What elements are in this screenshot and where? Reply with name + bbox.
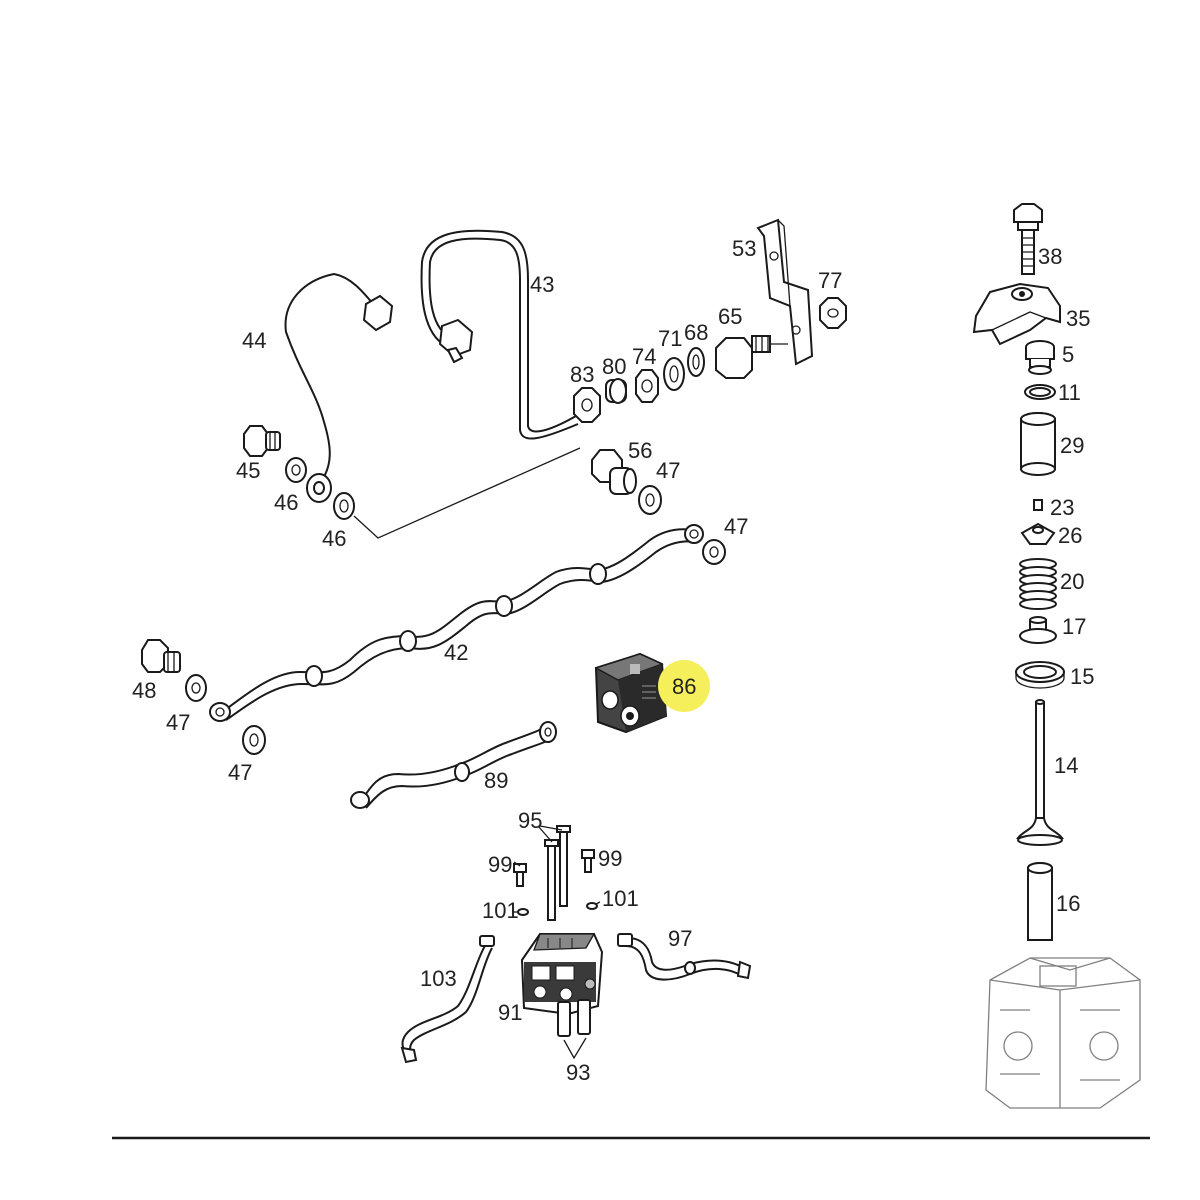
callout-56: 56 — [628, 438, 652, 463]
callout-15: 15 — [1070, 664, 1094, 689]
callout-highlight — [658, 660, 710, 712]
part-48-bolt — [141, 639, 181, 673]
callout-53: 53 — [732, 236, 756, 261]
callout-89: 89 — [484, 768, 508, 793]
part-11-ring — [1024, 384, 1056, 400]
part-42-rail — [209, 524, 704, 722]
callout-71: 71 — [658, 326, 682, 351]
callout-23: 23 — [1050, 495, 1074, 520]
part-101-ring-b — [586, 902, 598, 910]
part-91-pump — [520, 933, 604, 1016]
cylinder-head-sketch — [985, 957, 1141, 1109]
callout-14: 14 — [1054, 753, 1078, 778]
part-74-plug — [635, 369, 659, 403]
callout-47-a: 47 — [656, 458, 680, 483]
part-77-nut — [819, 297, 847, 329]
callout-93: 93 — [566, 1060, 590, 1085]
part-15-seat-ring — [1015, 661, 1065, 689]
callout-29: 29 — [1060, 433, 1084, 458]
part-47-washer-a — [638, 485, 662, 515]
part-45-bolt — [243, 425, 281, 457]
callout-46-lower: 46 — [322, 526, 346, 551]
rail-joint — [209, 524, 704, 722]
part-23-key — [1033, 499, 1043, 511]
callout-101-left: 101 — [482, 898, 519, 923]
callout-97: 97 — [668, 926, 692, 951]
pipe-43 — [420, 229, 579, 440]
part-35-bridge — [972, 282, 1061, 346]
part-17-seal — [1019, 616, 1057, 644]
leader-lines — [512, 825, 601, 913]
callout-35: 35 — [1066, 306, 1090, 331]
callout-68: 68 — [684, 320, 708, 345]
callout-16: 16 — [1056, 891, 1080, 916]
part-99-screw-a — [513, 863, 527, 887]
valve-assembly — [972, 203, 1141, 1109]
callout-91: 91 — [498, 1000, 522, 1025]
part-46-washer-a — [285, 457, 307, 483]
part-5-adjuster — [1025, 340, 1055, 375]
part-26-retainer — [1020, 522, 1056, 545]
callout-95: 95 — [518, 808, 542, 833]
part-68-ring — [687, 347, 705, 377]
part-29-tappet — [1020, 412, 1056, 476]
callout-86: 86 — [672, 674, 696, 699]
part-95-studs — [544, 825, 571, 921]
part-86-pressure-regulator — [594, 652, 668, 734]
callout-11: 11 — [1058, 380, 1081, 405]
part-97-pipe — [617, 933, 752, 981]
callout-38: 38 — [1038, 244, 1062, 269]
part-56-valve — [591, 449, 637, 495]
part-47-washer-d — [242, 725, 266, 755]
callout-43: 43 — [530, 272, 554, 297]
part-101-ring-a — [517, 908, 529, 916]
part-16-guide — [1027, 862, 1053, 941]
callout-17: 17 — [1062, 614, 1086, 639]
callout-48: 48 — [132, 678, 156, 703]
callout-47-c: 47 — [166, 710, 190, 735]
callout-47-b: 47 — [724, 514, 748, 539]
pipe-44 — [279, 269, 394, 503]
part-20-spring — [1019, 558, 1057, 610]
callout-47-d: 47 — [228, 760, 252, 785]
callout-5: 5 — [1062, 342, 1074, 367]
part-53-bracket — [756, 218, 814, 366]
callout-101-right: 101 — [602, 886, 639, 911]
part-99-screw-b — [581, 849, 595, 873]
leader-line-46-83 — [353, 447, 581, 539]
callout-26: 26 — [1058, 523, 1082, 548]
callout-42: 42 — [444, 640, 468, 665]
part-47-washer-b — [702, 539, 726, 565]
callout-99-right: 99 — [598, 846, 622, 871]
callout-99-left: 99 — [488, 852, 512, 877]
callout-45: 45 — [236, 458, 260, 483]
callout-44: 44 — [242, 328, 266, 353]
callout-46-upper: 46 — [274, 490, 298, 515]
part-38-bolt — [1013, 203, 1043, 275]
part-93-elements — [557, 999, 591, 1060]
part-14-valve — [1015, 699, 1065, 846]
callout-103: 103 — [420, 966, 457, 991]
part-80-sleeve — [605, 378, 627, 404]
part-46-washer-b — [333, 492, 355, 520]
part-89-pipe — [350, 721, 557, 809]
part-71-ring — [663, 357, 685, 391]
callout-83: 83 — [570, 362, 594, 387]
part-65-fitting — [715, 335, 788, 379]
part-103-pipe — [400, 935, 495, 1064]
part-47-washer-c — [185, 674, 207, 702]
callout-65: 65 — [718, 304, 742, 329]
callout-74: 74 — [632, 344, 656, 369]
callout-20: 20 — [1060, 569, 1084, 594]
part-83-nut — [573, 387, 601, 423]
callout-77: 77 — [818, 268, 842, 293]
callout-80: 80 — [602, 354, 626, 379]
callout-labels: 38 35 5 11 29 23 26 20 17 15 14 16 44 43… — [132, 236, 1094, 1085]
